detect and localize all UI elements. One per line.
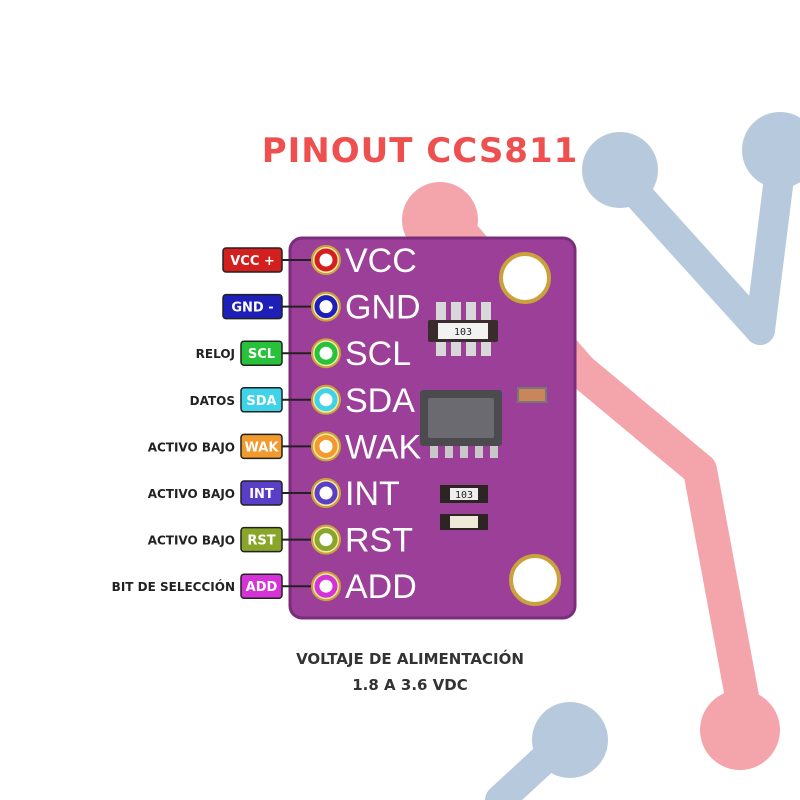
pin-row-scl: SCL RELOJ SCL	[196, 335, 411, 373]
pin-tag-vcc: VCC +	[230, 254, 275, 269]
pin-row-int: INT ACTIVO BAJO INT	[148, 475, 400, 513]
pin-pad-ring-scl	[314, 341, 338, 365]
pin-label-rst: RST	[345, 522, 413, 560]
pin-tag-rst: RST	[247, 534, 275, 549]
pin-tag-scl: SCL	[248, 347, 275, 362]
decor-blue-node	[532, 702, 608, 778]
pin-label-gnd: GND	[345, 289, 421, 327]
pin-pad-ring-wak	[314, 434, 338, 458]
page-title: PINOUT CCS811	[262, 131, 579, 171]
resistor-middle: 103	[440, 485, 488, 503]
mounting-hole-bottom	[509, 554, 561, 606]
pin-label-scl: SCL	[345, 335, 411, 373]
background-circuit-decoration	[402, 112, 800, 800]
pin-row-rst: RST ACTIVO BAJO RST	[148, 522, 413, 560]
pin-tag-wak: WAK	[245, 440, 280, 455]
pin-label-vcc: VCC	[345, 242, 417, 280]
pin-tag-box-wak	[240, 433, 283, 460]
pin-tag-box-scl	[240, 340, 283, 366]
pin-tag-box-vcc	[222, 247, 283, 273]
pin-description-sda: DATOS	[190, 394, 235, 408]
decor-blue-node	[582, 132, 658, 208]
pin-label-sda: SDA	[345, 382, 415, 420]
pin-label-add: ADD	[345, 568, 417, 606]
resistor-array-top: 103	[428, 302, 498, 356]
ccs811-sensor-chip	[420, 390, 502, 458]
pin-tag-box-rst	[240, 526, 283, 553]
pin-tag-add: ADD	[246, 580, 278, 595]
supply-voltage-range: 1.8 A 3.6 VDC	[352, 676, 468, 694]
pin-description-scl: RELOJ	[196, 347, 235, 361]
mounting-hole-top	[499, 252, 551, 304]
pin-description-rst: ACTIVO BAJO	[148, 534, 235, 548]
pin-label-int: INT	[345, 475, 400, 513]
decor-red-line	[563, 353, 717, 487]
supply-voltage-label: VOLTAJE DE ALIMENTACIÓN	[296, 649, 524, 668]
resistor-lower-body	[450, 516, 478, 528]
ccs811-board: 103 103	[288, 236, 577, 620]
pin-tag-gnd: GND -	[231, 301, 273, 316]
pin-tag-box-gnd	[222, 293, 283, 320]
decor-blue-line	[605, 160, 775, 345]
pin-pad-ring-vcc	[314, 248, 338, 272]
pin-pad-ring-gnd	[314, 295, 338, 319]
pin-description-wak: ACTIVO BAJO	[148, 440, 235, 454]
pin-row-gnd: GND - GND	[222, 289, 421, 327]
pin-rows: VCC + VCC GND - GND SCL RELOJ SCL SDA DATOS SDA WA…	[112, 242, 422, 606]
resistor-code-top: 103	[454, 327, 472, 338]
pin-row-add: ADD BIT DE SELECCIÓN ADD	[112, 568, 417, 606]
pin-row-wak: WAK ACTIVO BAJO WAK	[148, 428, 422, 466]
pin-pad-ring-int	[314, 481, 338, 505]
pin-pad-ring-sda	[314, 388, 338, 412]
pin-tag-int: INT	[249, 487, 274, 502]
pin-tag-box-sda	[240, 387, 283, 413]
pin-row-sda: SDA DATOS SDA	[190, 382, 416, 420]
decor-blue-node	[742, 112, 800, 188]
capacitor	[517, 387, 547, 403]
pin-description-int: ACTIVO BAJO	[148, 487, 235, 501]
pin-pad-ring-rst	[314, 528, 338, 552]
decor-red-node	[700, 690, 780, 770]
pin-label-wak: WAK	[345, 428, 422, 466]
pin-tag-box-int	[240, 480, 283, 506]
pin-description-add: BIT DE SELECCIÓN	[112, 579, 235, 594]
pin-row-vcc: VCC + VCC	[222, 242, 417, 280]
pin-tag-box-add	[240, 573, 283, 599]
decor-blue-line	[745, 155, 795, 345]
pin-pad-ring-add	[314, 574, 338, 598]
resistor-code-middle: 103	[455, 490, 473, 501]
pin-tag-sda: SDA	[246, 394, 276, 409]
